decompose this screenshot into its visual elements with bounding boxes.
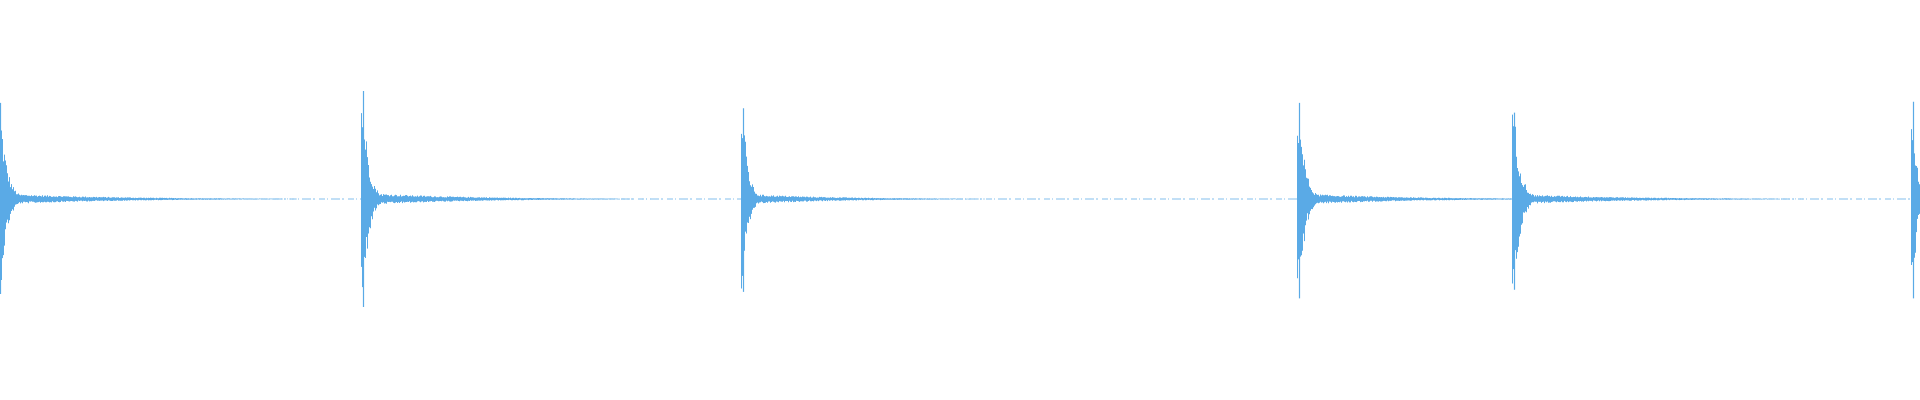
waveform-trace (0, 91, 1920, 307)
